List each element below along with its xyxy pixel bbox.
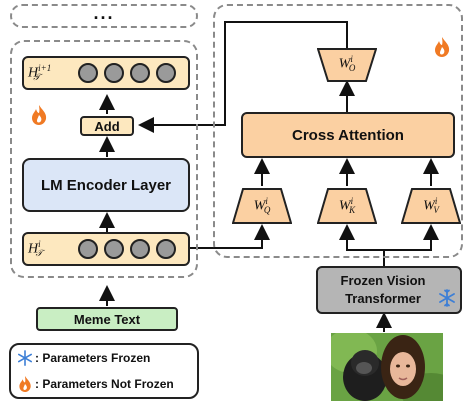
token-circle — [104, 239, 124, 259]
token-circle — [130, 63, 150, 83]
vision-label: Frozen Vision Transformer — [318, 272, 448, 308]
key-projection-wk: WiK — [317, 188, 377, 224]
query-projection-wq: WiQ — [232, 188, 292, 224]
snowflake-icon — [17, 350, 33, 366]
trapezoid-shape — [232, 188, 292, 224]
flame-icon — [435, 37, 450, 57]
legend-not-frozen-text: : Parameters Not Frozen — [35, 377, 174, 391]
wo-label: WiO — [338, 54, 356, 74]
token-circle — [104, 63, 124, 83]
wk-label: WiK — [338, 196, 356, 216]
flame-icon — [19, 376, 31, 392]
wq-label: WiQ — [253, 196, 271, 216]
token-circle — [156, 63, 176, 83]
cross-attention-block: Cross Attention — [241, 112, 455, 158]
meme-photo-illustration — [331, 333, 443, 401]
cross-attention-container — [213, 4, 463, 258]
top-hidden-state-row: Hi+1𝒯 — [22, 56, 190, 90]
bottom-hidden-state-row: Hi𝒯 — [22, 232, 190, 266]
arrow-vision-to-wk — [339, 224, 385, 266]
frozen-vision-transformer: Frozen Vision Transformer — [316, 266, 462, 314]
lm-layer-container — [10, 40, 198, 278]
previous-layers-box: ... — [10, 2, 198, 28]
bottom-hidden-state-label: Hi𝒯 — [28, 238, 43, 259]
snowflake-icon — [439, 289, 455, 307]
vision-label-line1: Frozen Vision — [340, 273, 426, 288]
legend-not-frozen: : Parameters Not Frozen — [17, 375, 174, 393]
legend-frozen: : Parameters Frozen — [17, 350, 150, 366]
meme-image — [331, 333, 443, 401]
token-circle — [78, 63, 98, 83]
trapezoid-shape — [317, 188, 377, 224]
vision-label-line2: Transformer — [345, 291, 421, 306]
top-hidden-state-label: Hi+1𝒯 — [28, 62, 52, 83]
trapezoid-shape — [317, 48, 377, 82]
ellipsis: ... — [93, 2, 115, 23]
flame-icon — [32, 105, 47, 125]
token-circle — [78, 239, 98, 259]
wv-label: WiV — [423, 196, 439, 216]
arrow-vision-to-wv — [384, 224, 439, 251]
output-projection-wo: WiO — [317, 48, 377, 82]
token-circle — [130, 239, 150, 259]
add-node: Add — [80, 116, 134, 136]
legend-box: : Parameters Frozen : Parameters Not Fro… — [9, 343, 199, 399]
lm-encoder-layer: LM Encoder Layer — [22, 158, 190, 212]
meme-text-input: Meme Text — [36, 307, 178, 331]
value-projection-wv: WiV — [401, 188, 461, 224]
trapezoid-shape — [401, 188, 461, 224]
token-circle — [156, 239, 176, 259]
legend-frozen-text: : Parameters Frozen — [35, 351, 151, 365]
